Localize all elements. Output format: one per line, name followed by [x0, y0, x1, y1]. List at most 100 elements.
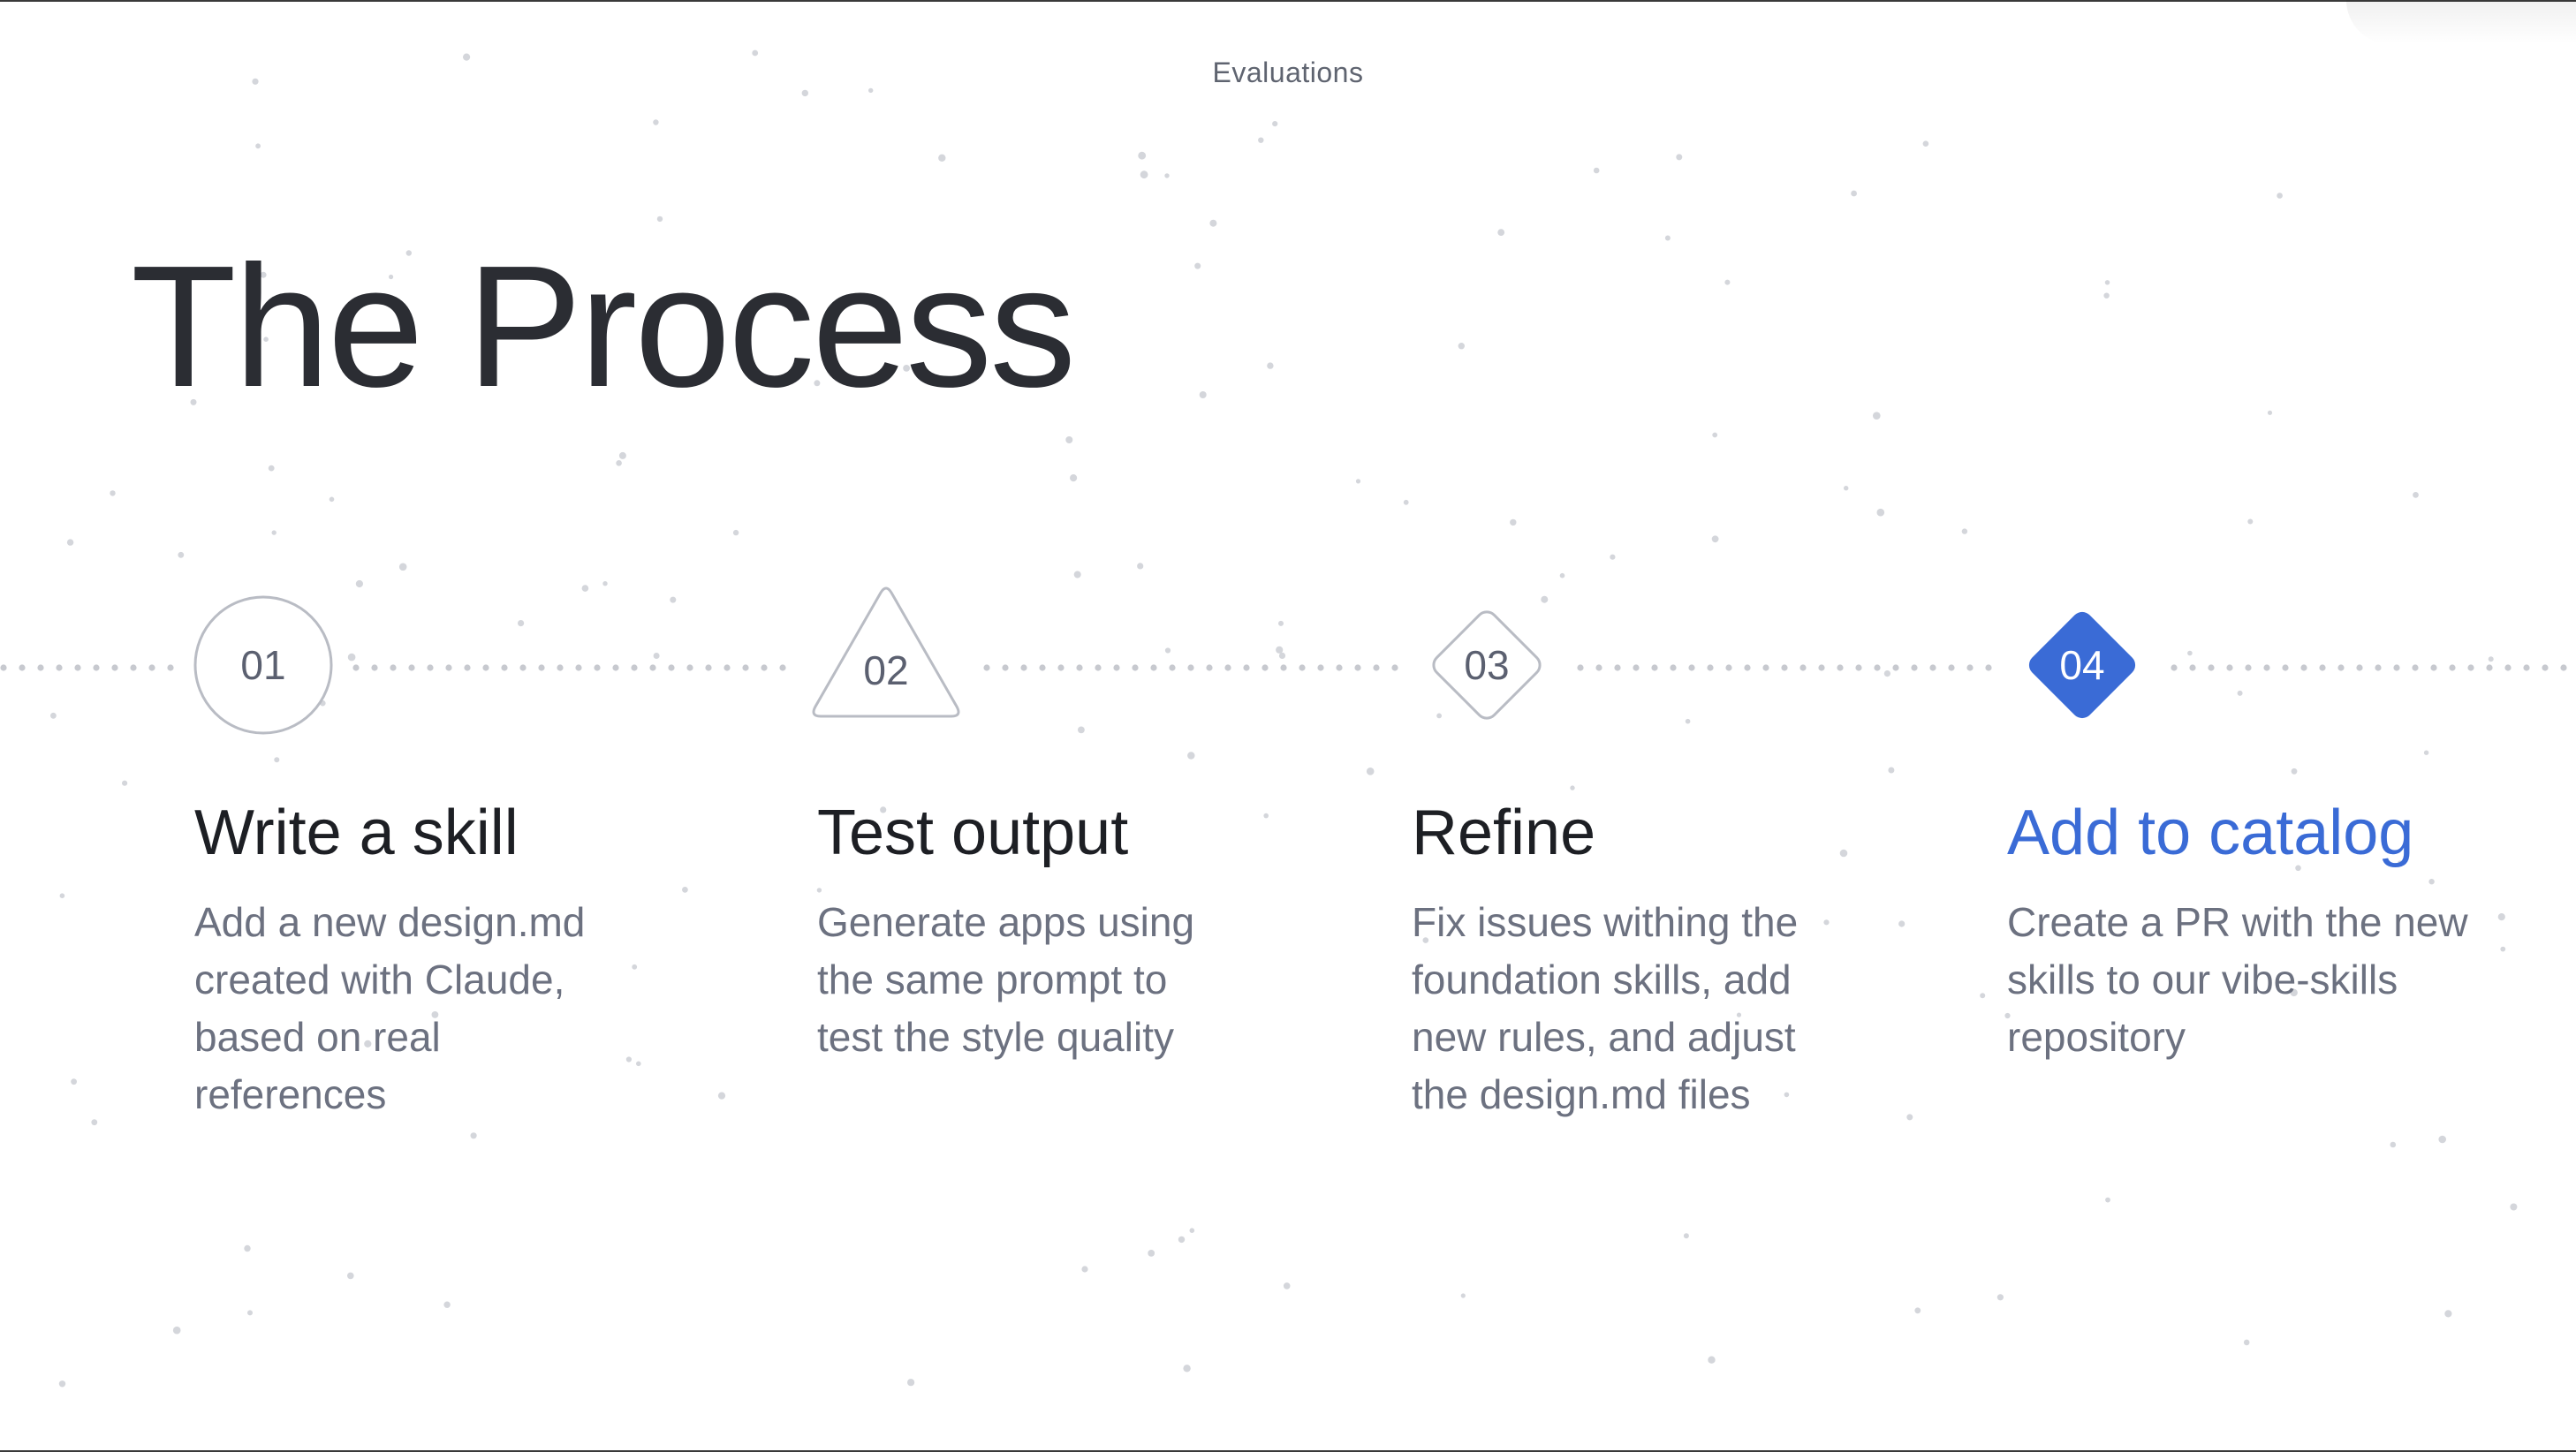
- timeline-dot: [1206, 664, 1213, 671]
- background-dot: [1784, 1092, 1790, 1098]
- background-dot: [1914, 1307, 1921, 1314]
- timeline-dot: [761, 664, 768, 671]
- timeline-dot: [1595, 664, 1602, 671]
- timeline-dot: [1057, 664, 1064, 671]
- background-dot: [1906, 1114, 1913, 1121]
- timeline-dot: [557, 664, 564, 671]
- timeline-dot: [2430, 664, 2437, 671]
- background-dot: [247, 1310, 253, 1316]
- timeline-dot: [983, 664, 990, 671]
- timeline-dot: [1169, 664, 1176, 671]
- step-4: Add to catalog Create a PR with the new …: [2007, 795, 2555, 1066]
- background-dot: [122, 780, 128, 786]
- top-rule: [0, 0, 2576, 2]
- background-dot: [880, 806, 887, 813]
- timeline-dot: [2393, 664, 2400, 671]
- diamond-icon: [1432, 610, 1542, 720]
- step-2-description: Generate apps using the same prompt to t…: [817, 894, 1347, 1066]
- background-dot: [868, 87, 874, 94]
- step-4-marker: 04: [2003, 586, 2162, 745]
- timeline-dotted-line: [0, 664, 2567, 671]
- background-dot: [2510, 1203, 2518, 1211]
- circle-icon: [193, 595, 333, 735]
- timeline-dot: [1076, 664, 1083, 671]
- background-dot: [1664, 235, 1671, 241]
- background-dot: [1851, 190, 1858, 197]
- timeline-dot: [19, 664, 26, 671]
- background-dot: [1194, 262, 1201, 269]
- background-dot: [732, 529, 739, 536]
- timeline-dot: [575, 664, 582, 671]
- timeline-dot: [1670, 664, 1677, 671]
- background-dot: [66, 539, 74, 546]
- step-1-description-line: Add a new design.md: [194, 899, 586, 946]
- background-dot: [602, 581, 608, 586]
- background-dot: [71, 1078, 77, 1085]
- step-3-number: 03: [1464, 642, 1510, 688]
- timeline-dot: [130, 664, 137, 671]
- background-dot: [172, 1326, 181, 1335]
- triangle-icon: [812, 586, 960, 718]
- background-dot: [268, 465, 275, 472]
- timeline-dot: [2300, 664, 2307, 671]
- timeline-dot: [371, 664, 378, 671]
- section-label: Evaluations: [1212, 57, 1364, 88]
- step-4-number: 04: [2059, 642, 2105, 688]
- background-dot: [274, 757, 280, 763]
- background-dot: [1839, 849, 1848, 858]
- background-dot: [717, 1092, 726, 1100]
- timeline-dot: [482, 664, 489, 671]
- background-dot: [2413, 492, 2419, 498]
- step-1: Write a skill Add a new design.md create…: [194, 795, 689, 1123]
- timeline-dot: [74, 664, 81, 671]
- background-dot: [260, 271, 267, 278]
- background-dot: [1278, 652, 1286, 660]
- timeline-dot: [148, 664, 155, 671]
- background-dot: [263, 337, 269, 343]
- timeline-dot: [1317, 664, 1324, 671]
- timeline-dot: [742, 664, 749, 671]
- step-2-marker: 02: [807, 586, 966, 745]
- background-dot: [1078, 726, 1085, 734]
- background-dot: [2004, 1012, 2011, 1019]
- background-dot: [816, 888, 822, 893]
- background-dot: [653, 119, 659, 125]
- background-dot: [1011, 299, 1019, 307]
- timeline-dot: [1614, 664, 1621, 671]
- background-dot: [632, 964, 638, 970]
- timeline-dot: [724, 664, 731, 671]
- background-dot: [347, 653, 356, 662]
- background-dot: [653, 653, 660, 659]
- timeline-dot: [1837, 664, 1844, 671]
- background-dot: [682, 887, 688, 893]
- timeline-dot: [427, 664, 434, 671]
- timeline-dot: [352, 664, 360, 671]
- background-dot: [431, 1011, 439, 1018]
- background-dot: [1276, 646, 1284, 654]
- step-3: Refine Fix issues withing the foundation…: [1412, 795, 1942, 1123]
- timeline-dot: [1150, 664, 1157, 671]
- timeline-dot: [390, 664, 397, 671]
- background-dot: [752, 49, 759, 57]
- timeline-dot: [1113, 664, 1120, 671]
- step-2-description-line: the same prompt to: [817, 957, 1168, 1003]
- background-dot: [2277, 193, 2283, 199]
- background-dot: [1278, 620, 1284, 626]
- background-dot: [1272, 121, 1278, 127]
- background-dot: [1712, 432, 1718, 438]
- background-dot: [244, 1244, 251, 1252]
- background-dot: [1436, 713, 1442, 719]
- step-3-description-line: the design.md files: [1412, 1071, 1751, 1118]
- timeline-dot: [779, 664, 786, 671]
- background-dot: [1069, 975, 1077, 983]
- background-dot: [1140, 170, 1148, 179]
- background-dot: [618, 451, 626, 459]
- step-1-description: Add a new design.md created with Claude,…: [194, 894, 689, 1123]
- timeline-dot: [2171, 664, 2178, 671]
- timeline-dot: [1651, 664, 1658, 671]
- background-dot: [1422, 937, 1429, 943]
- background-dot: [801, 89, 808, 97]
- timeline-dot: [464, 664, 471, 671]
- timeline-dot: [1707, 664, 1714, 671]
- background-dot: [1876, 508, 1885, 517]
